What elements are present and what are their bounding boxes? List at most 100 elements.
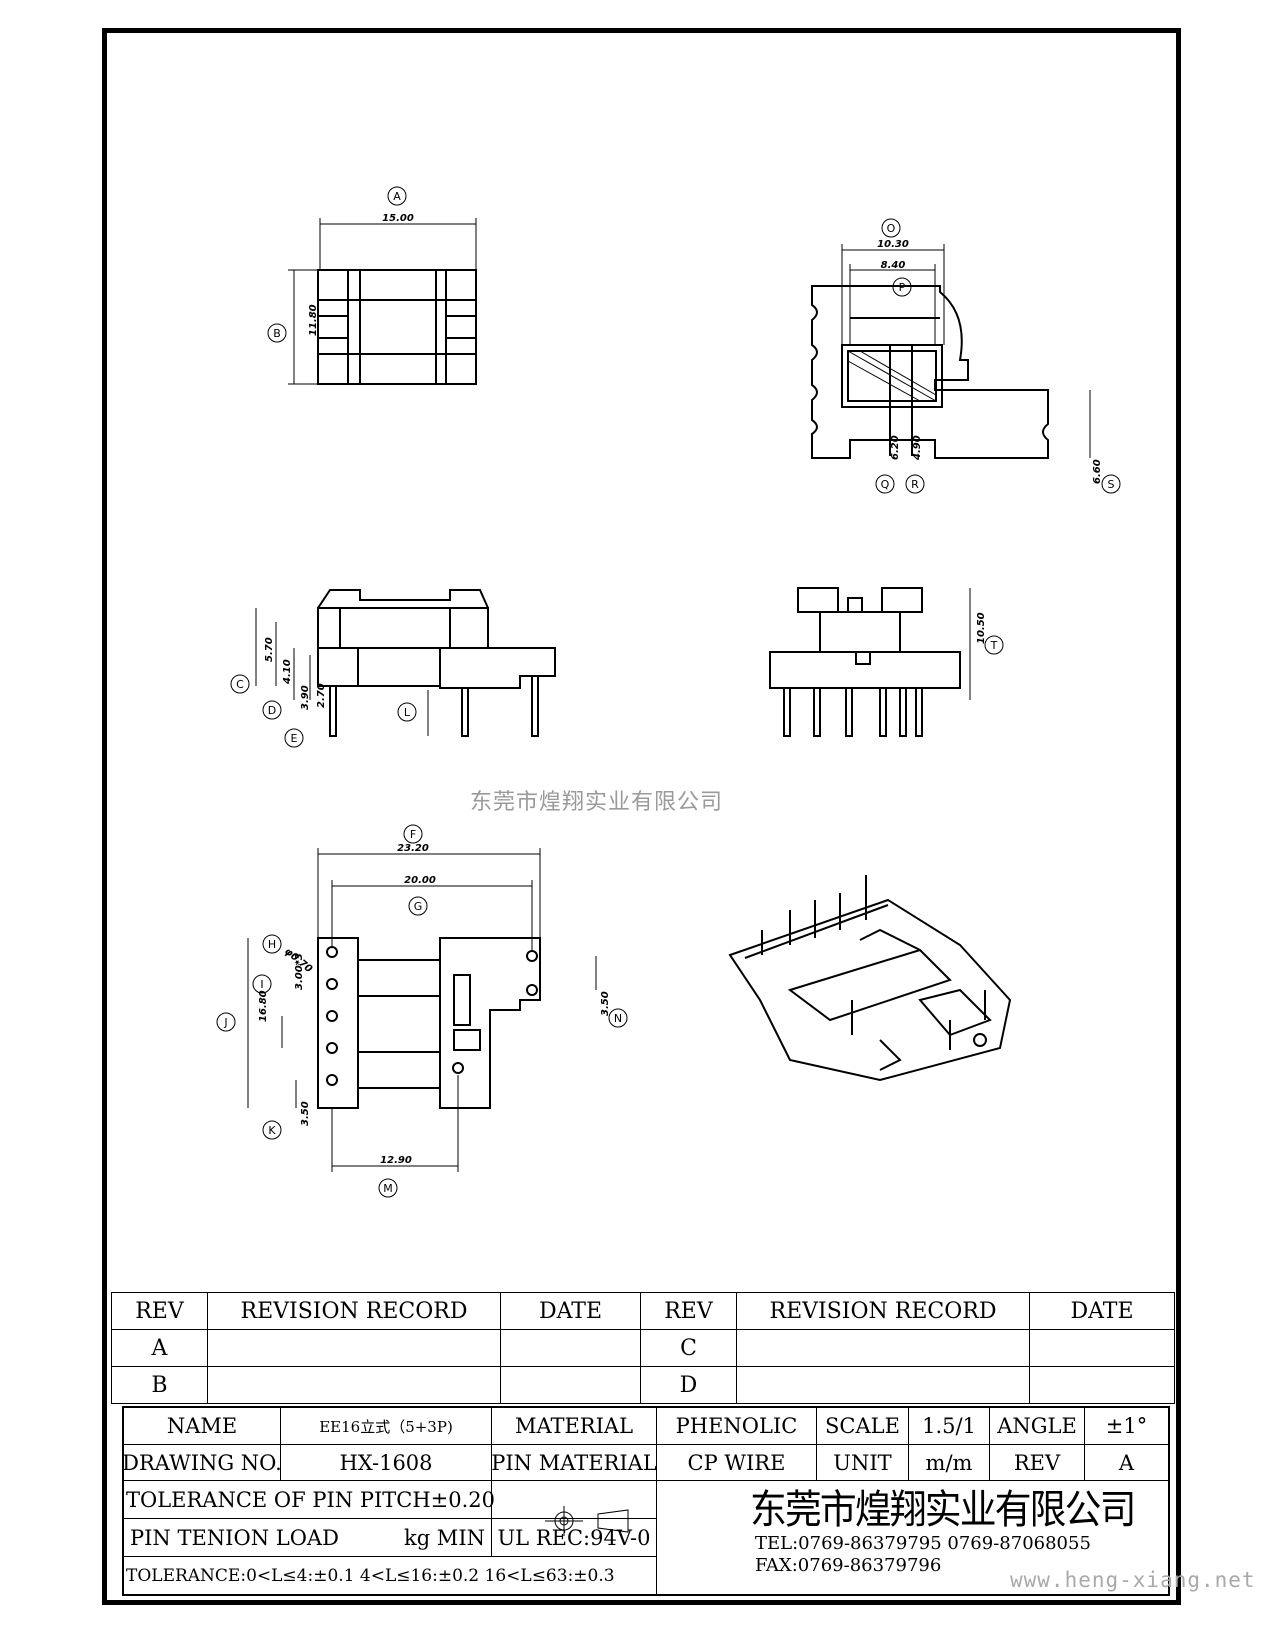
svg-text:K: K [268,1124,276,1137]
pin-material-value: CP WIRE [657,1445,817,1481]
svg-text:23.20: 23.20 [397,843,429,854]
svg-text:D: D [268,704,276,717]
svg-text:L: L [404,706,411,719]
date-cell [1029,1366,1175,1404]
svg-text:3.00*3: 3.00*3 [294,953,305,990]
svg-text:B: B [273,327,281,340]
svg-text:G: G [414,900,423,913]
rev-value: A [1085,1445,1168,1481]
label-g: G [408,896,428,916]
label-f: F [403,824,423,844]
svg-text:R: R [911,478,919,491]
rev-cell: C [640,1329,737,1367]
drawing-no-value: HX-1608 [281,1445,492,1481]
revision-header-row: REV REVISION RECORD DATE REV REVISION RE… [111,1292,1175,1330]
end-view [769,587,971,737]
website-watermark: www.heng-xiang.net [1010,1568,1256,1592]
label-l: L [397,702,417,722]
scale-label: SCALE [817,1408,909,1445]
svg-text:A: A [393,190,401,203]
label-p: P [892,277,912,297]
isometric-view [728,875,1012,1082]
date-header-2: DATE [1029,1292,1175,1330]
svg-text:O: O [887,222,896,235]
svg-text:12.90: 12.90 [380,1155,412,1166]
record-cell [207,1366,501,1404]
svg-text:10.30: 10.30 [877,239,909,250]
scale-value: 1.5/1 [909,1408,990,1445]
svg-text:N: N [614,1012,622,1025]
ul-rec: UL REC:94V-0 [492,1519,657,1557]
label-t: T [984,635,1004,655]
revision-table: REV REVISION RECORD DATE REV REVISION RE… [111,1292,1175,1404]
name-value: EE16立式（5+3P) [281,1408,492,1445]
unit-value: m/m [909,1445,990,1481]
svg-text:8.40: 8.40 [881,260,906,271]
material-value: PHENOLIC [657,1408,817,1445]
label-d: D [262,700,282,720]
svg-text:M: M [383,1182,393,1195]
label-b: B [267,323,287,343]
date-cell [500,1366,641,1404]
svg-text:10.50: 10.50 [976,612,987,644]
pin-tension-unit: kg MIN [403,1525,485,1550]
name-label: NAME [124,1408,281,1445]
label-r: R [905,474,925,494]
record-cell [207,1329,501,1367]
table-row: A C [111,1329,1175,1367]
angle-value: ±1° [1085,1408,1168,1445]
label-i: I [252,974,272,994]
watermark: 东莞市煌翔实业有限公司 [470,790,724,815]
rev-cell: D [640,1366,737,1404]
svg-text:15.00: 15.00 [382,213,414,224]
date-cell [500,1329,641,1367]
angle-label: ANGLE [990,1408,1085,1445]
company-area: 东莞市煌翔实业有限公司 TEL:0769-86379795 0769-87068… [657,1481,1168,1594]
svg-text:4.10: 4.10 [282,659,293,685]
label-j: J [216,1012,236,1032]
svg-text:16.80: 16.80 [258,990,269,1022]
svg-text:4.90: 4.90 [912,435,923,461]
projection-symbol [545,1506,629,1536]
record-cell [736,1329,1030,1367]
svg-text:S: S [1108,478,1115,491]
svg-text:T: T [990,639,998,652]
label-k: K [262,1120,282,1140]
tel-line: TEL:0769-86379795 0769-87068055 [755,1533,1091,1554]
label-n: N [608,1008,628,1028]
svg-text:6.20: 6.20 [890,435,901,460]
rev-header: REV [111,1292,208,1330]
svg-text:C: C [236,678,244,691]
tolerance-pitch: TOLERANCE OF PIN PITCH±0.20 [124,1481,495,1519]
dimension-labels: A 15.00 B 11.80 O 10.30 8.40 P 6.20 4.90… [216,186,1121,1198]
record-cell [736,1366,1030,1404]
symbol-cell [492,1481,657,1519]
svg-text:2.70: 2.70 [316,683,327,708]
svg-text:Q: Q [881,478,890,491]
svg-text:20.00: 20.00 [404,875,436,886]
rev-header-2: REV [640,1292,737,1330]
svg-text:3.50: 3.50 [600,991,611,1016]
rev-cell: A [111,1329,208,1367]
svg-text:3.50: 3.50 [300,1101,311,1126]
revision-record-header-2: REVISION RECORD [736,1292,1030,1330]
svg-text:E: E [291,732,298,745]
svg-text:H: H [268,938,276,951]
svg-text:6.60: 6.60 [1092,459,1103,484]
svg-text:5.70: 5.70 [264,637,275,662]
svg-text:11.80: 11.80 [308,304,319,336]
table-row: B D [111,1366,1175,1404]
drawing-frame [102,28,1181,1605]
label-q: Q [875,474,895,494]
label-m: M [378,1178,398,1198]
unit-label: UNIT [817,1445,909,1481]
label-s: S [1101,474,1121,494]
pin-material-label: PIN MATERIAL [491,1445,657,1481]
rev-cell: B [111,1366,208,1404]
pin-tension-cell: PIN TENION LOAD kg MIN [124,1519,492,1557]
bottom-view [247,848,597,1172]
revision-record-header: REVISION RECORD [207,1292,501,1330]
label-o: O [881,218,901,238]
tolerance-line: TOLERANCE:0<L≤4:±0.1 4<L≤16:±0.2 16<L≤63… [124,1557,657,1594]
